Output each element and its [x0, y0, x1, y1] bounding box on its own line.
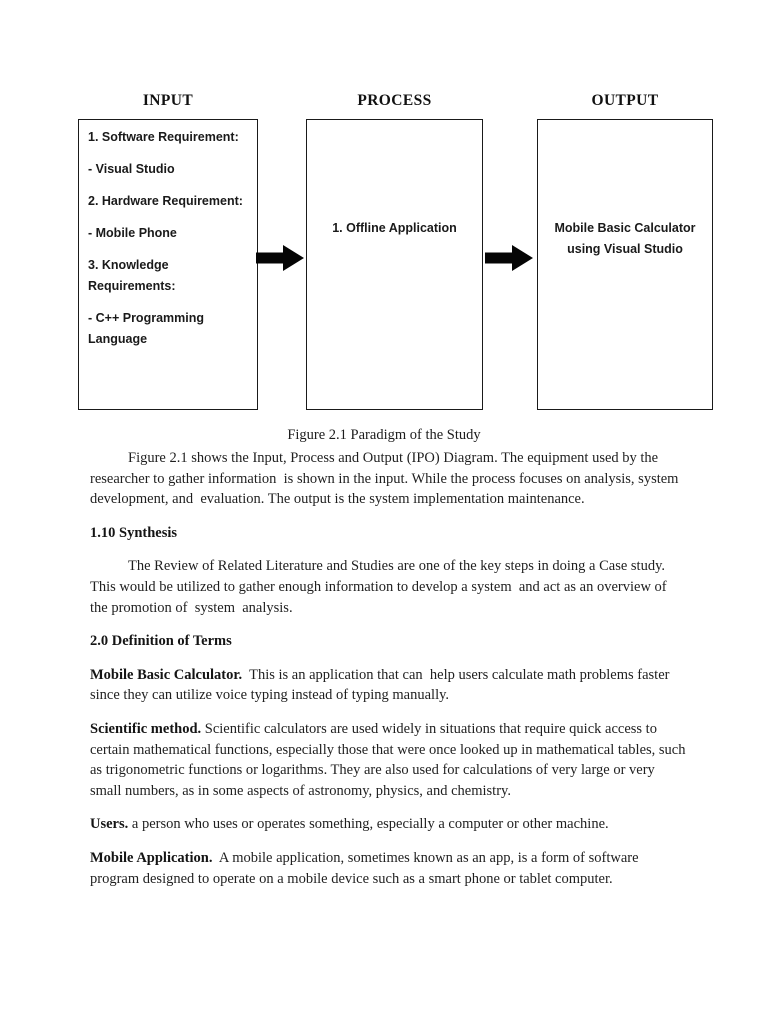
definition-mobile-application: Mobile Application. A mobile application… — [90, 848, 686, 889]
definition-scientific-method: Scientific method. Scientific calculator… — [90, 719, 686, 801]
arrow-right-icon — [485, 245, 533, 271]
paragraph-figure-description: Figure 2.1 shows the Input, Process and … — [90, 450, 683, 508]
definition-text: a person who uses or operates something,… — [128, 816, 609, 833]
input-item-cpp-language: - C++ Programming Language — [88, 311, 204, 346]
input-item-mobile-phone: - Mobile Phone — [88, 226, 177, 240]
definition-text: This is an application that can help use… — [90, 666, 674, 704]
output-column-header: OUTPUT — [591, 92, 659, 109]
body-text: Figure 2.1 shows the Input, Process and … — [90, 448, 686, 902]
input-item-knowledge-requirements: 3. Knowledge Requirements: — [88, 258, 176, 293]
paragraph-synthesis: The Review of Related Literature and Stu… — [90, 558, 671, 616]
input-box: 1. Software Requirement: - Visual Studio… — [78, 119, 258, 410]
definition-mobile-basic-calculator: Mobile Basic Calculator. This is an appl… — [90, 665, 686, 706]
process-column-header: PROCESS — [357, 92, 432, 109]
definition-term: Scientific method. — [90, 720, 202, 737]
heading-synthesis: 1.10 Synthesis — [90, 524, 178, 541]
input-item-software-requirement: 1. Software Requirement: — [88, 130, 239, 144]
definition-text: Scientific calculators are used widely i… — [90, 720, 690, 799]
definition-term: Mobile Basic Calculator. — [90, 666, 243, 683]
input-item-visual-studio: - Visual Studio — [88, 162, 175, 176]
definition-users: Users. a person who uses or operates som… — [90, 814, 686, 835]
output-box: Mobile Basic Calculator using Visual Stu… — [537, 119, 713, 410]
figure-caption: Figure 2.1 Paradigm of the Study — [287, 427, 481, 443]
process-item-offline-application: 1. Offline Application — [332, 221, 457, 235]
ipo-diagram: INPUT PROCESS OUTPUT 1. Software Require… — [0, 0, 768, 410]
definition-text: A mobile application, sometimes known as… — [90, 849, 643, 887]
definition-term: Mobile Application. — [90, 849, 213, 866]
input-column-header: INPUT — [142, 92, 194, 109]
heading-definition-of-terms: 2.0 Definition of Terms — [90, 633, 232, 650]
output-item-calculator: Mobile Basic Calculator using Visual Stu… — [554, 221, 696, 256]
definition-term: Users. — [90, 816, 129, 833]
arrow-right-icon — [256, 245, 304, 271]
process-box: 1. Offline Application — [306, 119, 483, 410]
input-item-hardware-requirement: 2. Hardware Requirement: — [88, 194, 243, 208]
